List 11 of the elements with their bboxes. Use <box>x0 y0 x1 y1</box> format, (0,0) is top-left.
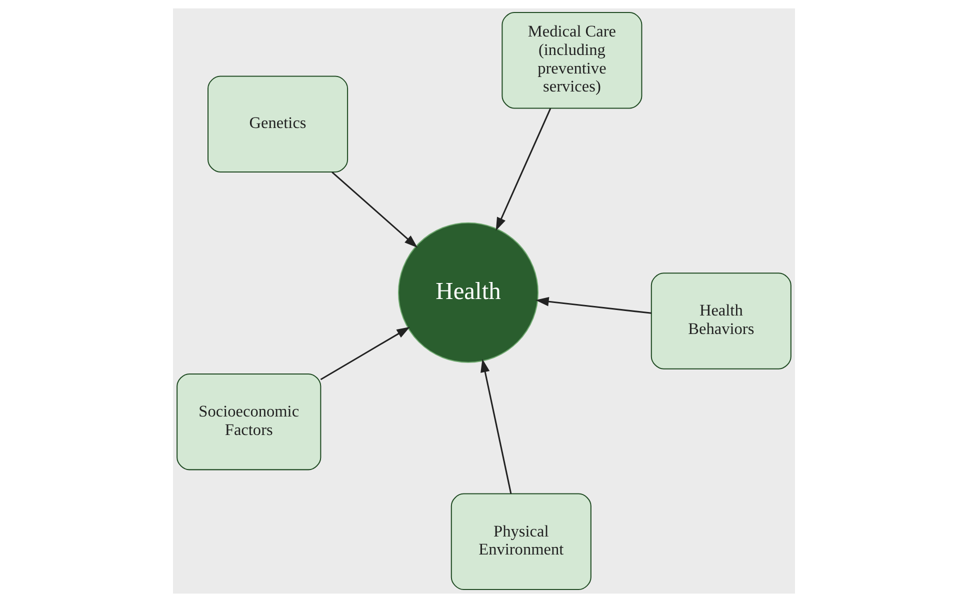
node-box: Medical Care (including preventive services) <box>501 12 642 109</box>
node-box: Physical Environment <box>450 493 591 590</box>
arrow <box>320 326 410 380</box>
arrow <box>535 297 651 314</box>
node-box: Health Behaviors <box>650 272 791 370</box>
arrow <box>331 172 418 248</box>
node-box: Socioeconomic Factors <box>176 373 321 470</box>
node-box: Genetics <box>207 76 348 172</box>
arrow <box>480 358 512 494</box>
arrow <box>495 108 551 231</box>
node-circle: Health <box>397 222 538 363</box>
